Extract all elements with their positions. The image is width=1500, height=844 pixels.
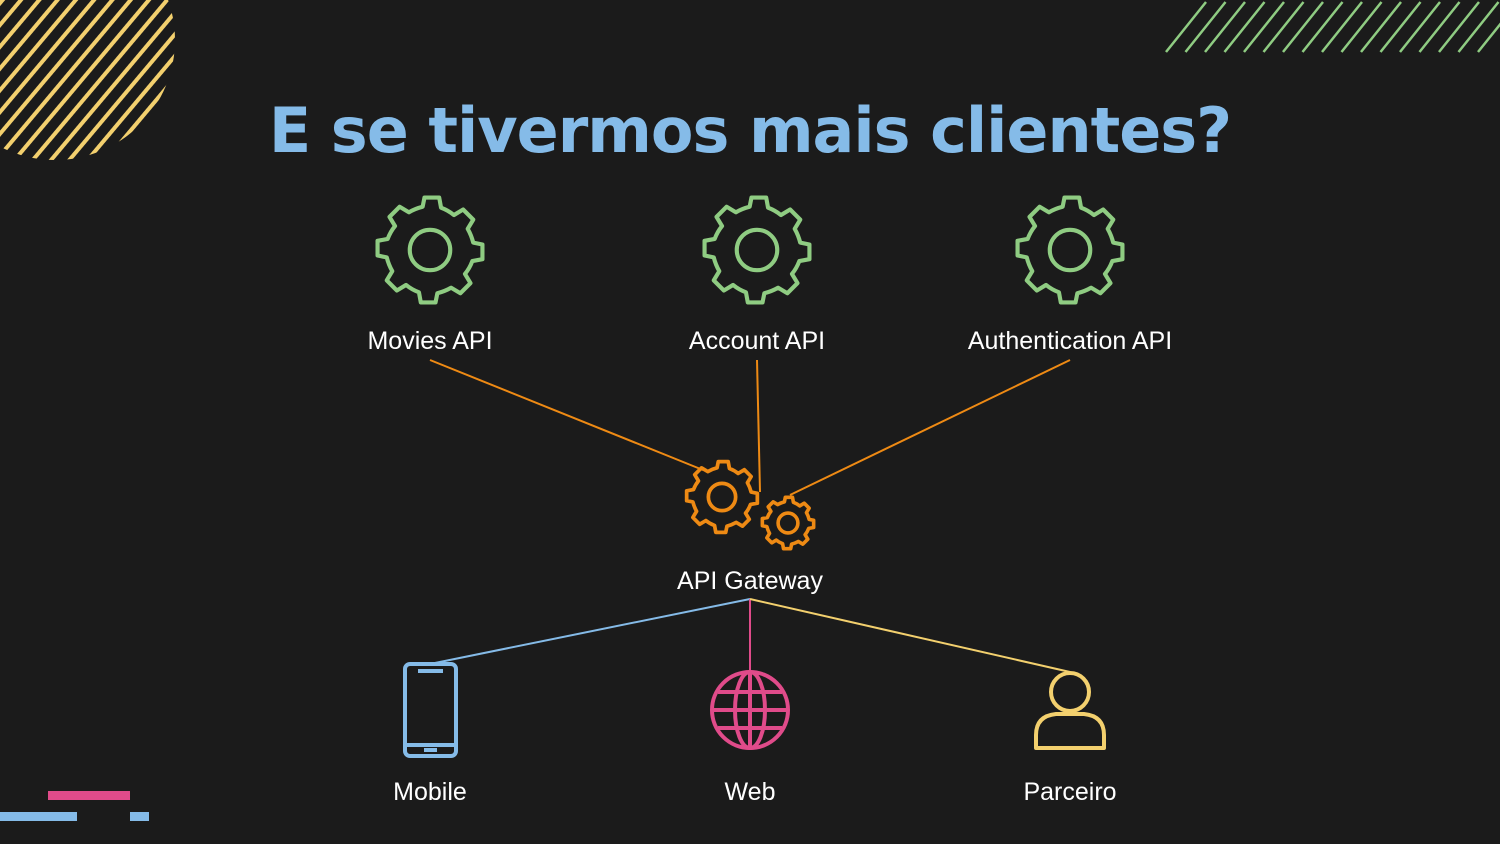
decorative-stripes-top-right — [1165, 1, 1500, 53]
stripe-line — [1379, 1, 1422, 53]
stripe-line — [1418, 1, 1461, 53]
stripe-line — [1321, 1, 1363, 53]
client-mobile: Mobile — [393, 662, 467, 806]
gateway-label: API Gateway — [677, 567, 823, 595]
stripe-line — [1399, 1, 1441, 53]
stripe-line — [1438, 1, 1480, 53]
stripe-line — [1457, 1, 1500, 53]
gears-icon — [684, 459, 816, 551]
gear-icon — [378, 198, 483, 303]
stripe-line — [1204, 1, 1246, 53]
stripe-line — [1301, 1, 1344, 53]
gear-icon — [705, 198, 810, 303]
stripe-line — [1184, 1, 1227, 53]
connector-account-gateway — [756, 359, 761, 493]
stripe-line — [1340, 1, 1383, 53]
decorative-bars-bottom-left — [0, 791, 149, 821]
stripe-line — [1165, 1, 1207, 53]
smartphone-icon — [403, 662, 458, 758]
connector-auth-gateway — [789, 359, 1071, 496]
stripe-line — [1282, 1, 1324, 53]
connector-gateway-partner — [749, 598, 1071, 673]
gear-icon — [1018, 198, 1123, 303]
api-gateway: API Gateway — [677, 459, 823, 595]
globe-icon — [710, 670, 790, 750]
deco-bar-blue-short — [130, 812, 149, 821]
service-account-api: Account API — [689, 198, 825, 355]
user-icon — [1034, 671, 1106, 750]
service-label: Account API — [689, 327, 825, 355]
connectors — [429, 359, 1071, 673]
deco-bar-pink — [48, 791, 130, 800]
decorative-stripes-top-left — [0, 0, 175, 160]
service-label: Authentication API — [968, 327, 1172, 355]
service-authentication-api: Authentication API — [968, 198, 1172, 355]
stripe-line — [1262, 1, 1305, 53]
client-label: Parceiro — [1023, 778, 1116, 806]
deco-bar-blue-long — [0, 812, 77, 821]
client-web: Web — [710, 670, 790, 806]
page-title: E se tivermos mais clientes? — [269, 94, 1231, 167]
stripe-line — [1223, 1, 1266, 53]
stripe-line — [1360, 1, 1402, 53]
service-label: Movies API — [367, 327, 492, 355]
stripe-line — [1477, 22, 1500, 53]
service-movies-api: Movies API — [367, 198, 493, 355]
client-label: Mobile — [393, 778, 467, 806]
connector-movies-gateway — [429, 359, 704, 471]
stripe-line — [1243, 1, 1285, 53]
client-label: Web — [725, 778, 776, 806]
connector-gateway-mobile — [429, 598, 751, 665]
client-partner: Parceiro — [1023, 671, 1117, 806]
